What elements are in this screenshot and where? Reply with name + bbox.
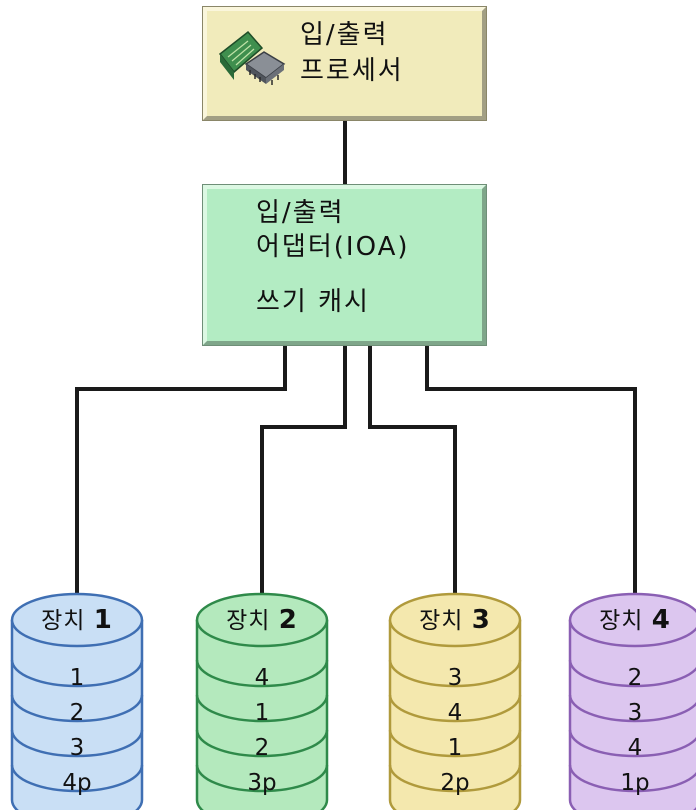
device-1-stripe-4: 4p xyxy=(62,770,92,796)
platter-divider xyxy=(10,659,144,688)
wire-device-2 xyxy=(260,345,347,600)
device-2-stripe-3: 2 xyxy=(254,735,270,761)
wire-device-3 xyxy=(368,345,457,600)
cylinder-top xyxy=(568,592,696,648)
io-processor-label-line2: 프로세서 xyxy=(300,56,404,86)
device-1-stripe-2: 2 xyxy=(69,700,85,726)
device-3-name: 장치 3 xyxy=(419,605,491,635)
device-2-stripe-1: 4 xyxy=(254,665,270,691)
io-adapter-label-line1: 입/출력 xyxy=(256,198,345,228)
platter-divider xyxy=(388,694,522,723)
device-4-stripe-3: 4 xyxy=(627,735,643,761)
wire-device-4 xyxy=(425,345,637,600)
write-cache-label: 쓰기 캐시 xyxy=(256,287,370,317)
platter-divider xyxy=(388,729,522,758)
device-3-stripe-1: 3 xyxy=(447,665,463,691)
platter-divider xyxy=(10,764,144,793)
io-processor-label-line1: 입/출력 xyxy=(300,20,389,50)
device-4-stripe-4: 1p xyxy=(620,770,650,796)
platter-divider xyxy=(568,694,696,723)
cylinder-top xyxy=(195,592,329,648)
io-adapter-label-line2: 어댑터(IOA) xyxy=(256,232,410,262)
platter-divider xyxy=(195,764,329,793)
platter-divider xyxy=(195,694,329,723)
device-1-stripe-1: 1 xyxy=(69,665,85,691)
device-3-stripe-2: 4 xyxy=(447,700,463,726)
platter-divider xyxy=(568,764,696,793)
platter-divider xyxy=(388,764,522,793)
platter-divider xyxy=(568,659,696,688)
device-2-stripe-2: 1 xyxy=(254,700,270,726)
device-4-name: 장치 4 xyxy=(599,605,671,635)
device-2-name: 장치 2 xyxy=(226,605,298,635)
device-1-stripe-3: 3 xyxy=(69,735,85,761)
device-1-name: 장치 1 xyxy=(41,605,113,635)
circuit-card-chip-icon xyxy=(218,30,286,85)
platter-divider xyxy=(10,729,144,758)
cylinder-top xyxy=(388,592,522,648)
device-4-stripe-2: 3 xyxy=(627,700,643,726)
device-3-stripe-3: 1 xyxy=(447,735,463,761)
io-adapter-box xyxy=(203,185,486,345)
cylinder-top xyxy=(10,592,144,648)
platter-divider xyxy=(10,694,144,723)
wire-device-1 xyxy=(75,345,287,600)
device-3-stripe-4: 2p xyxy=(440,770,470,796)
platter-divider xyxy=(195,659,329,688)
device-2-stripe-4: 3p xyxy=(247,770,277,796)
platter-divider xyxy=(195,729,329,758)
platter-divider xyxy=(388,659,522,688)
device-4-stripe-1: 2 xyxy=(627,665,643,691)
platter-divider xyxy=(568,729,696,758)
